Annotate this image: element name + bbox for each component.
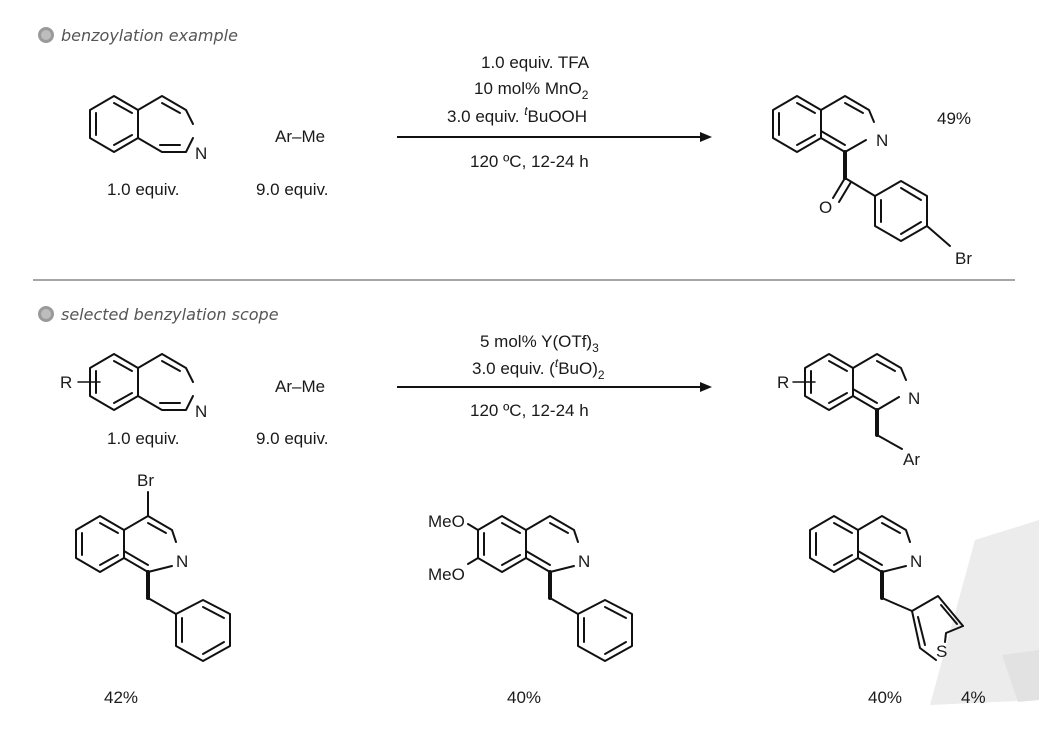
- example-3-structure: [809, 515, 964, 661]
- example-2-atom-n: N: [578, 552, 590, 571]
- example-2-structure: [467, 515, 633, 662]
- sm-equiv-label: 1.0 equiv.: [107, 180, 179, 199]
- bullet-icon-inner: [41, 309, 51, 319]
- yotf-subscript: 3: [592, 341, 599, 355]
- dtbp-superscript: t: [555, 356, 559, 370]
- example-1-yield: 42%: [104, 688, 138, 707]
- reagent-label: Ar–Me: [275, 377, 325, 396]
- isoquinoline-structure: [89, 95, 194, 153]
- atom-n-label: N: [908, 389, 920, 408]
- substituted-isoquinoline: [77, 353, 194, 411]
- condition-line-3: 3.0 equiv. tBuOOH: [447, 104, 587, 126]
- dtbp-subscript: 2: [598, 368, 605, 382]
- example-1-structure: [75, 491, 231, 662]
- condition-line-1: 5 mol% Y(OTf)3: [480, 332, 599, 355]
- product-yield: 49%: [937, 109, 971, 128]
- example-2-yield: 40%: [507, 688, 541, 707]
- tbu-superscript: t: [524, 104, 528, 118]
- atom-n-label: N: [195, 144, 207, 163]
- reaction-arrow: [397, 382, 712, 392]
- product-atom-n: N: [876, 131, 888, 150]
- temp-time-label: 120 ºC, 12-24 h: [470, 401, 589, 420]
- reagent-label: Ar–Me: [275, 127, 325, 146]
- example-3-atom-s: S: [936, 642, 947, 661]
- condition-line-2: 10 mol% MnO2: [474, 79, 589, 102]
- section-title-benzoylation: benzoylation example: [61, 26, 238, 45]
- section-title-benzylation: selected benzylation scope: [61, 305, 279, 324]
- temp-time-label: 120 ºC, 12-24 h: [470, 152, 589, 171]
- reagent-equiv-label: 9.0 equiv.: [256, 180, 328, 199]
- dtbp-prefix: 3.0 equiv. (: [472, 359, 555, 378]
- watermark-shape-2: [1002, 650, 1039, 702]
- example-3-yield: 40%: [868, 688, 902, 707]
- atom-ar-label: Ar: [903, 450, 920, 469]
- example-1-atom-br: Br: [137, 471, 154, 490]
- condition-line-1: 1.0 equiv. TFA: [481, 53, 590, 72]
- yotf-text: 5 mol% Y(OTf): [480, 332, 592, 351]
- tbuooh-prefix: 3.0 equiv.: [447, 107, 524, 126]
- benzoyl-isoquinoline-product: [772, 95, 951, 247]
- example-3-atom-n: N: [910, 552, 922, 571]
- sm-equiv-label: 1.0 equiv.: [107, 429, 179, 448]
- mno2-subscript: 2: [582, 88, 589, 102]
- tbuooh-suffix: BuOOH: [528, 107, 588, 126]
- atom-n-label: N: [195, 402, 207, 421]
- mno2-text: 10 mol% MnO: [474, 79, 582, 98]
- product-atom-o: O: [819, 198, 832, 217]
- reaction-arrow: [397, 132, 712, 142]
- example-1-atom-n: N: [176, 552, 188, 571]
- condition-line-2: 3.0 equiv. (tBuO)2: [472, 356, 605, 382]
- atom-r-label: R: [60, 373, 72, 392]
- example-3-extra-label: 4%: [961, 688, 986, 707]
- product-atom-br: Br: [955, 249, 972, 268]
- dtbp-mid: BuO): [558, 359, 598, 378]
- benzylated-isoquinoline-product: [792, 353, 907, 450]
- atom-r-label: R: [777, 373, 789, 392]
- reagent-equiv-label: 9.0 equiv.: [256, 429, 328, 448]
- example-2-atom-meo-2: MeO: [428, 565, 465, 584]
- bullet-icon-inner: [41, 30, 51, 40]
- example-2-atom-meo-1: MeO: [428, 512, 465, 531]
